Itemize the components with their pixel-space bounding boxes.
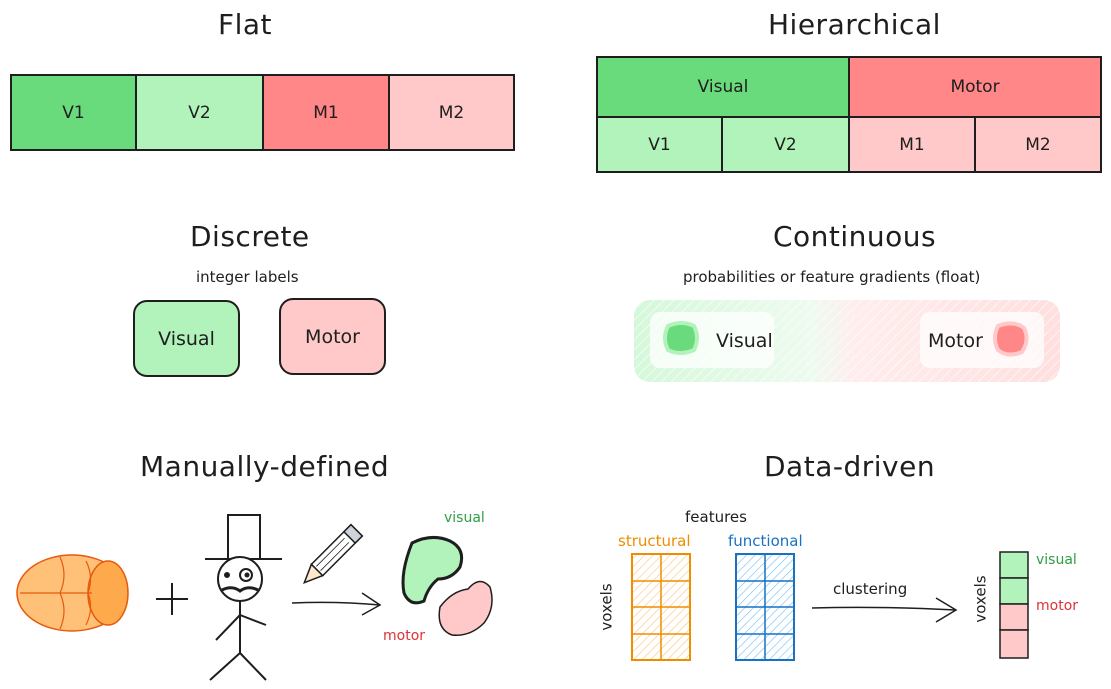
functional-matrix [735,553,795,661]
manual-visual-region [401,536,464,605]
hierarchical-title: Hierarchical [768,8,941,41]
hier-child-m2: M2 [974,116,1102,173]
plus-icon [156,583,188,615]
discrete-title: Discrete [190,220,310,253]
functional-label: functional [728,532,803,550]
cluster-output-column [999,551,1029,659]
hier-parent-motor: Motor [848,56,1102,118]
arrow-icon [291,592,382,616]
datadriven-title: Data-driven [764,450,936,483]
manual-visual-label: visual [444,510,485,526]
hier-parent-visual: Visual [596,56,850,118]
flat-cell-v1: V1 [10,74,137,151]
brain-icon [16,554,129,632]
flat-cell-m1: M1 [262,74,390,151]
continuous-subtitle: probabilities or feature gradients (floa… [683,268,981,286]
clustering-label: clustering [833,580,908,598]
continuous-visual-label: Visual [716,330,773,352]
flat-cell-m2: M2 [388,74,515,151]
hier-child-v2: V2 [721,116,850,173]
discrete-visual-box: Visual [133,300,240,377]
manual-illustration [16,514,493,681]
flat-title: Flat [218,8,273,41]
features-label: features [685,508,747,526]
structural-matrix [631,553,691,661]
manual-motor-label: motor [383,628,426,644]
flat-cell-v2: V2 [135,74,264,151]
manual-title: Manually-defined [140,450,390,483]
continuous-gradient-bar [634,300,1060,382]
clustering-arrow [811,597,958,623]
datadriven-illustration [631,551,1029,661]
hier-child-v1: V1 [596,116,723,173]
structural-label: structural [618,532,691,550]
discrete-subtitle: integer labels [196,268,299,286]
discrete-motor-box: Motor [279,298,386,375]
pencil-icon [302,523,364,585]
datadriven-motor-label: motor [1036,598,1079,614]
manual-motor-region [438,580,493,636]
hier-child-m1: M1 [848,116,976,173]
continuous-title: Continuous [773,220,937,253]
continuous-motor-label: Motor [928,330,983,352]
stick-figure-icon [205,514,282,681]
datadriven-visual-label: visual [1036,552,1077,568]
